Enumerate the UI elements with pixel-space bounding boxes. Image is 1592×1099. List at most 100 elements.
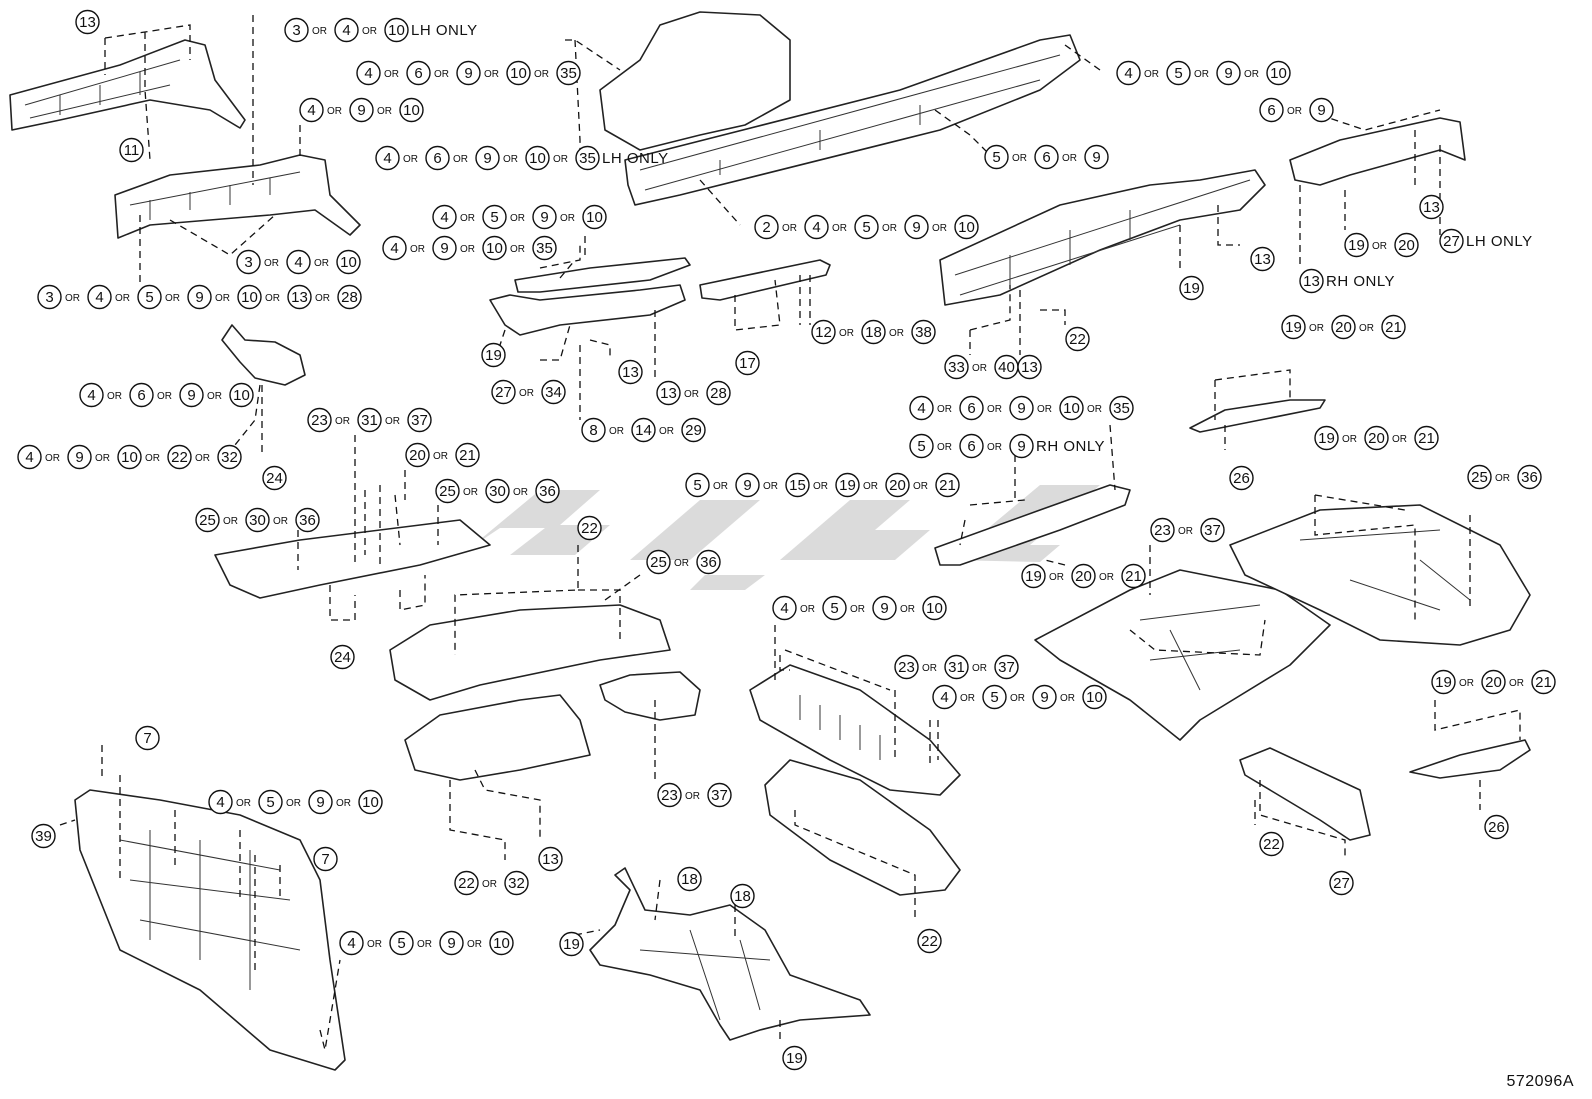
part-number-bubble: 36 <box>696 549 721 575</box>
bubble-circle <box>208 789 233 815</box>
part-number-bubble: 9 <box>872 595 897 621</box>
bubble-circle <box>1431 669 1456 695</box>
part-number: 9 <box>440 240 448 257</box>
part-number: 7 <box>321 851 329 868</box>
part-number: 4 <box>87 387 95 404</box>
part-number-bubble: 19 <box>559 931 584 957</box>
bubble-circle <box>885 472 910 498</box>
part-number-bubble: 10 <box>489 930 514 956</box>
bubble-circle <box>911 319 936 345</box>
part-number-bubble: 28 <box>337 284 362 310</box>
bubble-circle <box>894 654 919 680</box>
or-separator: OR <box>519 388 534 399</box>
part-number-bubble: 19 <box>1179 275 1204 301</box>
part-number: 5 <box>862 219 870 236</box>
bubble-circle <box>944 654 969 680</box>
part-number: 21 <box>459 447 476 464</box>
part-number: 5 <box>830 600 838 617</box>
or-separator: OR <box>385 416 400 427</box>
part-number: 22 <box>581 520 598 537</box>
part-number-bubble: 37 <box>1200 517 1225 543</box>
part-number-bubble: 4 <box>1116 60 1141 86</box>
part-number-bubble: 21 <box>1121 563 1146 589</box>
bubble-circle <box>657 782 682 808</box>
or-separator: OR <box>659 426 674 437</box>
callout-c39: 22 <box>577 515 602 541</box>
part-number-bubble: 5 <box>482 204 507 230</box>
part-number-bubble: 19 <box>782 1045 807 1071</box>
or-separator: OR <box>165 293 180 304</box>
or-separator: OR <box>362 26 377 37</box>
part-number: 12 <box>815 324 832 341</box>
part-number: 4 <box>940 689 948 706</box>
part-number: 33 <box>948 359 965 376</box>
part-number: 10 <box>388 22 405 39</box>
part-number-bubble: 21 <box>1381 314 1406 340</box>
or-separator: OR <box>922 663 937 674</box>
or-separator: OR <box>513 487 528 498</box>
part-number: 4 <box>294 254 302 271</box>
bubble-circle <box>1531 669 1556 695</box>
part-number: 3 <box>45 289 53 306</box>
part-crossmember-22-27 <box>1239 747 1371 841</box>
bubble-circle <box>1439 228 1464 254</box>
bubble-circle <box>432 204 457 230</box>
callout-c65: 22 <box>917 928 942 954</box>
bubble-circle <box>1229 465 1254 491</box>
part-number-bubble: 13 <box>75 9 100 35</box>
callout-note: LH ONLY <box>602 150 669 167</box>
part-number: 9 <box>357 102 365 119</box>
or-separator: OR <box>832 223 847 234</box>
part-number: 18 <box>865 324 882 341</box>
part-number-bubble: 32 <box>504 870 529 896</box>
part-number: 6 <box>967 400 975 417</box>
part-number: 7 <box>143 730 151 747</box>
or-separator: OR <box>889 328 904 339</box>
part-number: 31 <box>361 412 378 429</box>
part-number-bubble: 7 <box>135 725 160 751</box>
part-number: 5 <box>490 209 498 226</box>
part-number: 36 <box>1521 469 1538 486</box>
part-number: 10 <box>121 449 138 466</box>
part-number: 10 <box>340 254 357 271</box>
or-separator: OR <box>1012 153 1027 164</box>
or-separator: OR <box>932 223 947 234</box>
part-number-bubble: 9 <box>1084 144 1109 170</box>
or-separator: OR <box>763 481 778 492</box>
part-number-bubble: 30 <box>485 478 510 504</box>
bubble-circle <box>307 407 332 433</box>
part-number-bubble: 39 <box>31 823 56 849</box>
bubble-circle <box>167 444 192 470</box>
bubble-circle <box>811 319 836 345</box>
part-number-bubble: 5 <box>258 789 283 815</box>
part-number-bubble: 30 <box>245 507 270 533</box>
or-separator: OR <box>434 69 449 80</box>
part-number-bubble: 3 <box>37 284 62 310</box>
part-number-bubble: 10 <box>482 235 507 261</box>
bubble-circle <box>455 442 480 468</box>
part-number-bubble: 20 <box>1481 669 1506 695</box>
or-separator: OR <box>1037 404 1052 415</box>
bubble-circle <box>1481 669 1506 695</box>
part-number-bubble: 19 <box>1344 232 1369 258</box>
part-number-bubble: 22 <box>917 928 942 954</box>
or-separator: OR <box>315 293 330 304</box>
part-number-bubble: 13 <box>618 359 643 385</box>
part-number: 9 <box>743 477 751 494</box>
part-number: 20 <box>1485 674 1502 691</box>
bubble-circle <box>922 595 947 621</box>
or-separator: OR <box>410 244 425 255</box>
part-floor-tunnel-rear <box>404 694 591 781</box>
part-number-bubble: 12 <box>811 319 836 345</box>
bubble-circle <box>117 444 142 470</box>
part-number: 10 <box>241 289 258 306</box>
bubble-circle <box>646 549 671 575</box>
or-separator: OR <box>215 293 230 304</box>
